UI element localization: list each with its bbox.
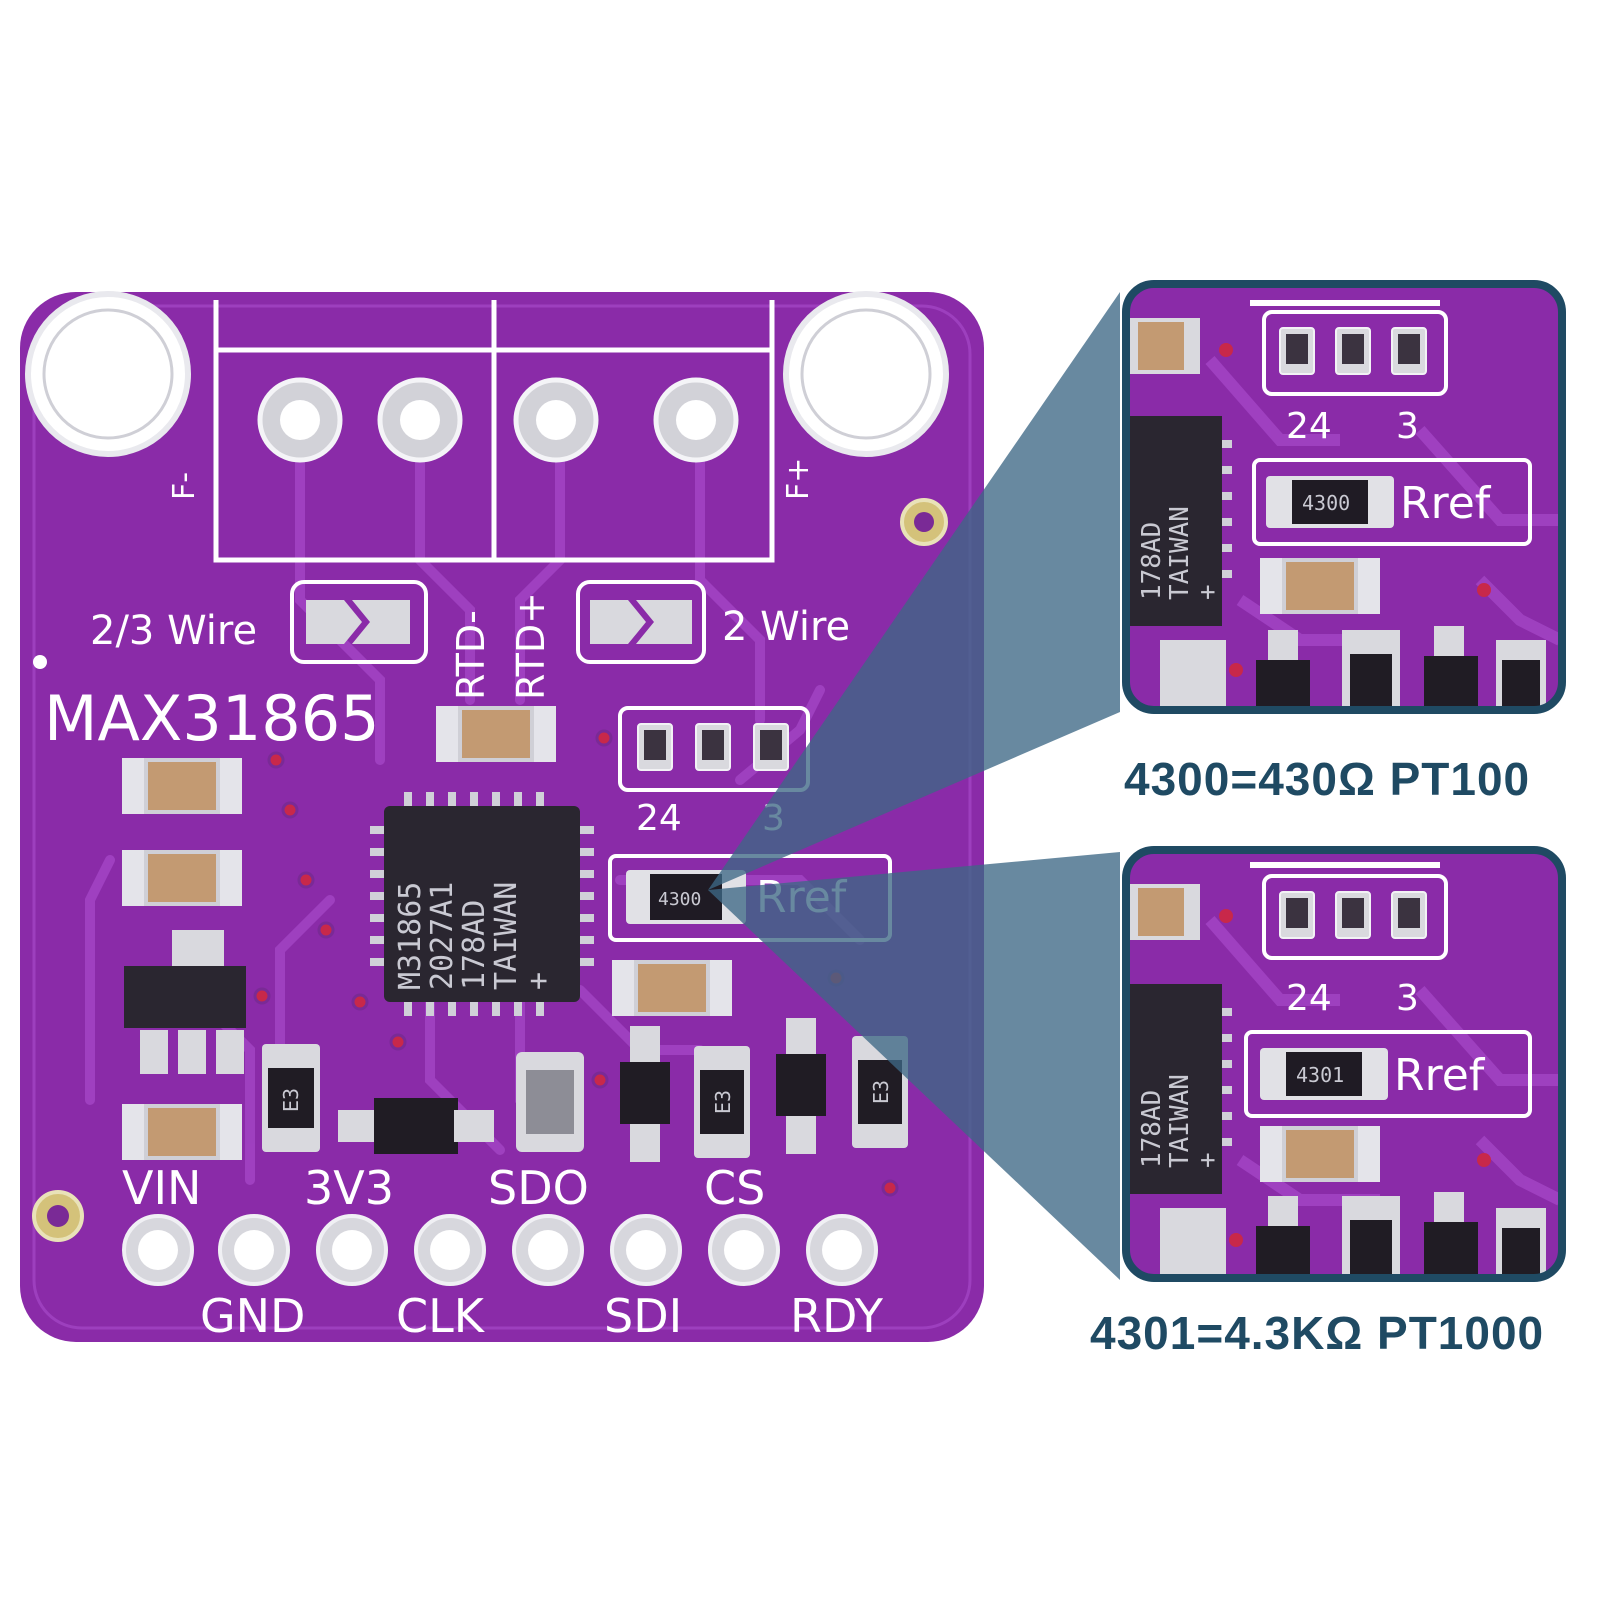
chip-line-3: 178AD	[457, 900, 492, 990]
wire-2-3-label: 2/3 Wire	[90, 608, 257, 654]
transistor-2	[776, 1018, 826, 1154]
zoom-top-resistor-code: 4300	[1302, 491, 1350, 515]
zoom-top-rref-label: Rref	[1400, 478, 1492, 529]
caption-pt1000: 4301=4.3KΩ PT1000	[1090, 1307, 1545, 1359]
smd-code-middle: E3	[711, 1090, 735, 1114]
zoom-panel-bottom: 24 3 178AD TAIWAN + 4301 Rref	[1122, 846, 1566, 1282]
pin-label-sdo: SDO	[488, 1161, 589, 1215]
zoom-bottom-chip-line-2: TAIWAN	[1165, 1074, 1195, 1168]
pin-label-sdi: SDI	[604, 1289, 682, 1343]
max31865-chip	[370, 792, 594, 1016]
model-label: MAX31865	[44, 682, 380, 755]
callout-beams	[708, 292, 1120, 1280]
mounting-hole-right	[783, 291, 949, 457]
smd-gray-block	[516, 1052, 584, 1152]
mounting-hole-left	[25, 291, 191, 457]
terminal-holes	[257, 377, 739, 463]
diode	[338, 1098, 494, 1154]
pin-label-rdy: RDY	[790, 1289, 884, 1343]
zoom-bottom-chip-line-1: 178AD	[1137, 1090, 1167, 1168]
pin-label-vin: VIN	[122, 1161, 201, 1215]
zoom-top-jumper-left: 24	[1286, 406, 1332, 447]
voltage-regulator	[124, 930, 246, 1074]
pin-label-cs: CS	[704, 1161, 765, 1215]
header-pins[interactable]	[122, 1214, 878, 1286]
rtd-plus-label: RTD+	[509, 592, 553, 700]
zoom-bottom-jumper-left: 24	[1286, 978, 1332, 1019]
smd-code-right: E3	[869, 1080, 893, 1104]
smd-code-left: E3	[279, 1088, 303, 1112]
rtd-minus-label: RTD-	[449, 610, 493, 700]
chip-line-4: TAIWAN	[489, 882, 524, 990]
zoom-bottom-resistor-code: 4301	[1296, 1063, 1344, 1087]
pin-label-3v3: 3V3	[304, 1161, 394, 1215]
zoom-bottom-chip-line-3: +	[1193, 1152, 1223, 1168]
zoom-bottom-rref-label: Rref	[1394, 1050, 1486, 1101]
jumper-2-wire	[576, 580, 706, 664]
smd-e3-left	[262, 1044, 320, 1152]
caption-pt100: 4300=430Ω PT100	[1124, 753, 1531, 805]
jumper-2-3-wire	[290, 580, 428, 664]
zoom-bottom-jumper-right: 3	[1396, 978, 1419, 1019]
chip-line-2: 2027A1	[425, 882, 460, 990]
terminal-block-outline	[213, 300, 775, 563]
rref-resistor-code: 4300	[658, 889, 701, 910]
chip-line-5: +	[521, 972, 556, 990]
force-plus-label: F+	[781, 458, 816, 500]
zoom-panel-top: 24 3 178AD TAIWAN + 4300 Rref	[1122, 280, 1566, 714]
pin-label-clk: CLK	[396, 1289, 486, 1343]
pcb-board: F- F+ 2/3 Wire 2 Wire RTD- RTD+ MAX31865	[20, 291, 984, 1343]
zoom-top-jumper-right: 3	[1396, 406, 1419, 447]
jumper-left-label: 24	[636, 798, 682, 839]
pin-label-gnd: GND	[200, 1289, 305, 1343]
smd-e3-middle	[694, 1046, 750, 1158]
zoom-top-chip-line-1: 178AD	[1137, 522, 1167, 600]
force-minus-label: F-	[167, 472, 202, 500]
zoom-top-chip-line-2: TAIWAN	[1165, 506, 1195, 600]
transistor-1	[620, 1026, 670, 1162]
wire-2-label: 2 Wire	[722, 604, 850, 650]
zoom-top-chip-line-3: +	[1193, 584, 1223, 600]
chip-line-1: M31865	[393, 882, 428, 990]
